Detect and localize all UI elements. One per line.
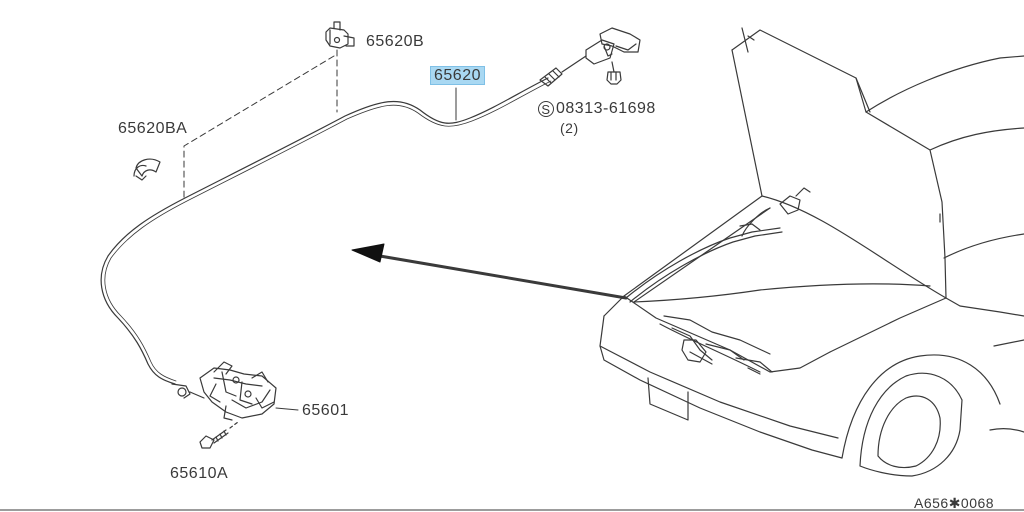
car-illustration bbox=[599, 27, 1024, 477]
label-65620-highlighted[interactable]: 65620 bbox=[430, 66, 485, 85]
leader-lines bbox=[183, 49, 338, 199]
label-65610a[interactable]: 65610A bbox=[170, 465, 229, 482]
drawing-code: A656✱0068 bbox=[914, 495, 995, 511]
direction-arrow bbox=[351, 243, 628, 300]
label-65601[interactable]: 65601 bbox=[302, 402, 349, 419]
solid-leaders bbox=[275, 87, 457, 411]
screw-quantity: (2) bbox=[560, 120, 579, 136]
bolt bbox=[199, 421, 239, 449]
clip-lower bbox=[133, 158, 161, 181]
cable-handle-end bbox=[539, 27, 641, 87]
label-65620b[interactable]: 65620B bbox=[366, 33, 425, 50]
highlighted-part-number[interactable]: 65620 bbox=[430, 66, 485, 85]
hood-lock bbox=[171, 361, 277, 421]
screw-part-number[interactable]: 08313-61698 bbox=[556, 100, 656, 117]
label-65620ba[interactable]: 65620BA bbox=[118, 120, 188, 137]
screw-standard-icon: S bbox=[538, 100, 554, 117]
hood-release-cable bbox=[100, 77, 552, 385]
screw-part bbox=[606, 61, 622, 85]
clip-upper bbox=[325, 21, 355, 49]
